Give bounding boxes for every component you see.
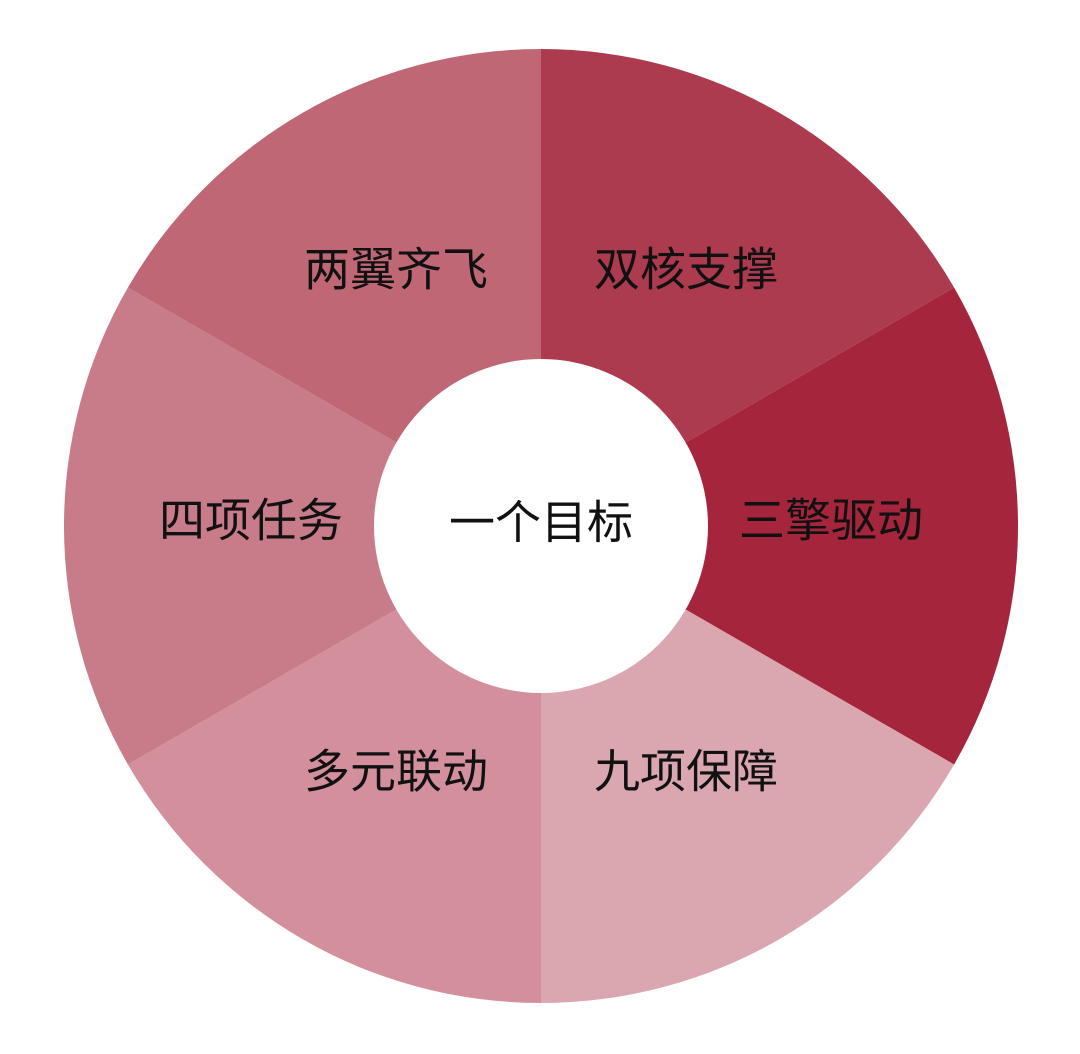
center-label: 一个目标 [449, 496, 633, 550]
segment-label-6: 两翼齐飞 [304, 242, 488, 296]
segment-5 [63, 287, 542, 765]
segment-label-1: 双核支撑 [594, 242, 778, 296]
segment-label-2: 三擎驱动 [739, 494, 923, 548]
segment-label-3: 九项保障 [594, 745, 778, 799]
segment-label-5: 四项任务 [159, 494, 343, 548]
segment-label-4: 多元联动 [304, 745, 488, 799]
center-circle [374, 359, 708, 693]
segment-2 [541, 287, 1018, 765]
